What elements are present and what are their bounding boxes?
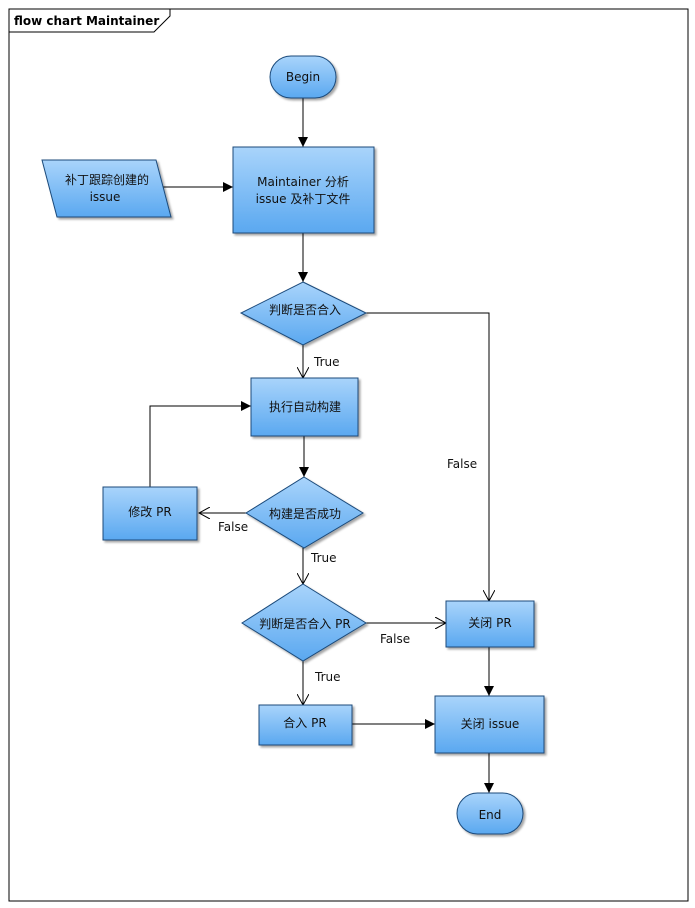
label-merge-true: True <box>313 355 340 369</box>
label-build-true: True <box>310 551 337 565</box>
label-build-false: False <box>218 520 248 534</box>
patch-input-label-line1: 补丁跟踪创建的 <box>65 172 149 187</box>
analyze-label-line1: Maintainer 分析 <box>257 175 349 189</box>
end-label: End <box>479 808 502 822</box>
label-merge-pr-true: True <box>314 670 341 684</box>
decide-merge-pr-diamond[interactable] <box>241 583 367 662</box>
frame-title: flow chart Maintainer <box>14 14 159 28</box>
close-pr-process[interactable] <box>445 600 535 648</box>
edges <box>149 98 489 793</box>
close-issue-label: 关闭 issue <box>461 717 520 731</box>
fix-pr-label: 修改 PR <box>128 504 171 519</box>
label-merge-false: False <box>447 457 477 471</box>
nodes <box>41 55 545 835</box>
begin-label: Begin <box>286 70 320 84</box>
end-terminator[interactable] <box>456 792 524 835</box>
merge-pr-label: 合入 PR <box>283 715 326 730</box>
fix-pr-process[interactable] <box>102 486 198 541</box>
node-texts: Begin 补丁跟踪创建的 issue Maintainer 分析 issue … <box>65 70 519 822</box>
analyze-process[interactable] <box>232 146 375 234</box>
decide-merge-diamond[interactable] <box>239 281 368 346</box>
edge-fixpr-build <box>149 401 251 487</box>
analyze-label-line2: issue 及补丁文件 <box>256 191 351 206</box>
patch-input-label-line2: issue <box>90 190 121 204</box>
auto-build-process[interactable] <box>250 377 359 437</box>
begin-terminator[interactable] <box>269 55 337 99</box>
label-merge-pr-false: False <box>380 632 410 646</box>
build-ok-diamond[interactable] <box>245 476 364 549</box>
diagram-frame: flow chart Maintainer <box>8 8 689 902</box>
decide-merge-label: 判断是否合入 <box>269 302 341 317</box>
merge-pr-process[interactable] <box>258 704 353 746</box>
decide-merge-pr-label: 判断是否合入 PR <box>259 616 350 631</box>
close-issue-process[interactable] <box>434 695 545 754</box>
edge-labels: True False False True False True <box>218 355 477 684</box>
patch-input-parallelogram[interactable] <box>41 159 172 218</box>
close-pr-label: 关闭 PR <box>468 616 511 630</box>
auto-build-label: 执行自动构建 <box>269 399 341 414</box>
build-ok-label: 构建是否成功 <box>269 506 341 521</box>
edge-decide-closepr <box>366 312 489 601</box>
